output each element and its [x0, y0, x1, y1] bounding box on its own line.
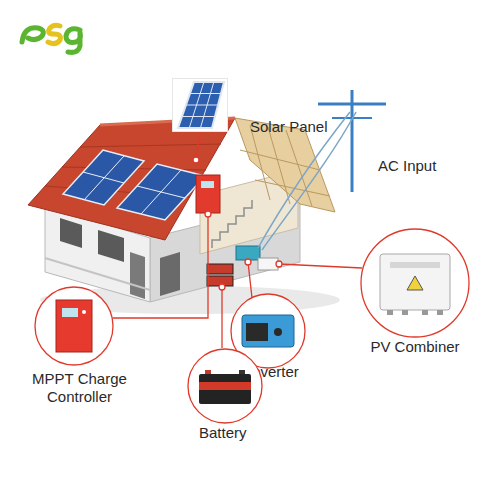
inverter-icon [242, 315, 294, 347]
house-charge-controller [196, 175, 220, 213]
battery-terminal [239, 370, 245, 374]
cable-gland [402, 310, 408, 315]
callout-frame [173, 79, 228, 132]
leader-dot [193, 157, 199, 163]
cable-gland [437, 310, 443, 315]
pole-crossarm [318, 103, 386, 106]
pole-label: AC Input [378, 157, 436, 175]
combiner-box [380, 254, 450, 310]
battery-band [199, 382, 251, 390]
callout-circle [188, 349, 262, 423]
combiner-plate [390, 262, 440, 268]
callout-outline [172, 78, 228, 132]
callout-outline [187, 348, 263, 424]
callout-label: MPPT Charge Controller [12, 370, 147, 406]
controller-screen [201, 181, 214, 188]
panel-grid [83, 172, 124, 183]
leader-line [113, 214, 208, 318]
window [160, 252, 180, 296]
window [98, 230, 124, 262]
panel-icon [178, 82, 224, 128]
logo-swoosh [22, 28, 43, 42]
controller-screen [62, 308, 78, 317]
logo-swoosh [66, 29, 81, 53]
callout-outline [360, 228, 470, 338]
inverter-knob [274, 328, 282, 336]
cable-gland [422, 310, 428, 315]
house-battery [207, 264, 233, 274]
leader-dot [205, 211, 211, 217]
leader-line [279, 264, 362, 268]
panel-grid [84, 156, 124, 200]
roof-tiles [28, 118, 235, 240]
rafter [250, 125, 270, 200]
charge-controller-callout: MPPT Charge Controller [34, 286, 114, 366]
panel-grid [200, 82, 213, 128]
panel-grid [141, 170, 181, 214]
pv-combiner-callout: PV Combiner [360, 228, 470, 338]
leader-line [196, 132, 200, 160]
callout-circle [361, 229, 469, 337]
solar-panel-callout: Solar Panel [172, 78, 228, 132]
balcony-rail [45, 258, 150, 290]
controller-icon [56, 300, 92, 352]
callout-label: Battery [199, 424, 289, 442]
panel-grid [190, 93, 221, 94]
panel-frame [178, 82, 224, 128]
warning-sign [407, 276, 423, 290]
battery-body [199, 374, 251, 404]
batten [240, 150, 320, 170]
battery-terminal [205, 370, 211, 374]
controller-body [56, 300, 92, 352]
logo-swoosh [48, 25, 60, 43]
leader-dot [245, 259, 251, 265]
callout-outline [34, 286, 114, 366]
window [60, 218, 82, 248]
roof-solar-panel [117, 164, 205, 220]
panel-grid [186, 105, 218, 106]
combiner-icon [380, 254, 450, 315]
leader-dot [276, 261, 282, 267]
inverter-front [246, 323, 268, 341]
battery-callout: Battery [187, 348, 263, 424]
inverter-body [242, 315, 294, 347]
callout-label: Solar Panel [250, 118, 370, 136]
cable-gland [387, 310, 393, 315]
house-pv-combiner [258, 258, 278, 270]
batten [255, 180, 330, 196]
controller-button [82, 310, 86, 314]
panel-grid [189, 82, 204, 128]
tile-line [80, 144, 221, 147]
battery-icon [199, 370, 251, 404]
panel-grid [182, 116, 215, 117]
rafter [268, 127, 290, 204]
callout-label: PV Combiner [345, 338, 480, 356]
door [130, 252, 145, 299]
leader-line [248, 262, 252, 298]
house-inverter [236, 246, 260, 260]
leader-line [221, 287, 222, 348]
leader-dot [219, 284, 225, 290]
callout-circle [35, 287, 113, 365]
